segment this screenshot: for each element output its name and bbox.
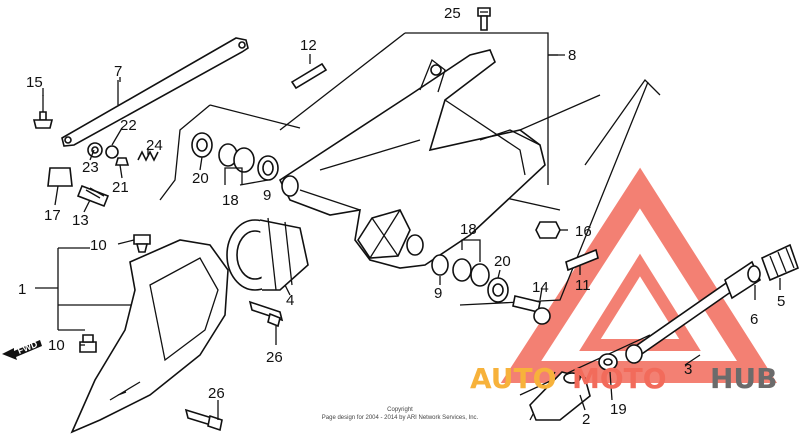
callout-22: 22 [120,117,137,134]
fwd-label: FWD [16,339,39,356]
callout-18-left: 18 [222,192,239,209]
callout-26-upper: 26 [266,349,283,366]
callout-8: 8 [568,47,576,64]
washer-19 [598,353,618,371]
bearing-set-right [431,254,509,303]
callout-26-lower: 26 [208,385,225,402]
pin-11 [565,248,599,272]
watermark-part1: AUTO [470,362,556,395]
watermark-text: AUTO MOTO HUB [470,362,778,395]
bolt-15 [32,95,54,129]
callout-6: 6 [750,311,758,328]
callout-16: 16 [575,223,592,240]
callout-10-lower: 10 [48,337,65,354]
callout-2: 2 [582,411,590,428]
callout-7: 7 [114,63,122,80]
callout-21: 21 [112,179,129,196]
torque-link [61,37,249,147]
copyright-line1: Copyright [387,407,413,413]
callout-25: 25 [444,5,461,22]
rubber-boot [226,217,309,291]
bolt-10-lower [79,334,97,353]
universal-joint [529,371,591,421]
bearing-set-left [191,132,279,181]
bolt-13 [76,184,110,208]
side-cover [70,239,229,434]
callout-19: 19 [610,401,627,418]
callout-labels: 1 2 3 4 5 6 7 8 9 9 10 10 11 12 13 14 15… [18,5,785,428]
callout-12: 12 [300,37,317,54]
callout-11: 11 [575,277,591,294]
cover-bracket [35,247,140,331]
watermark-part3: HUB [710,362,778,395]
bolt-14 [512,295,551,325]
callout-3: 3 [684,361,692,378]
callout-24: 24 [146,137,163,154]
pin-12 [290,62,328,90]
callout-10-upper: 10 [90,237,107,254]
leader-lines [42,11,781,420]
ring-6 [747,265,761,283]
callout-18-right: 18 [460,221,477,238]
callout-20-right: 20 [494,253,511,270]
bolt-26-lower [184,408,223,432]
callout-13: 13 [72,212,89,229]
bolt-26-upper [248,300,284,328]
watermark-part2: MOTO [572,362,667,395]
swingarm [278,49,546,269]
bolt-10-upper [133,234,151,253]
callout-9-left: 9 [263,187,271,204]
callout-5: 5 [777,293,785,310]
callout-14: 14 [532,279,549,296]
callout-4: 4 [286,292,294,309]
callout-1: 1 [18,281,26,298]
nut-16 [535,221,561,239]
callout-23: 23 [82,159,99,176]
callout-15: 15 [26,74,43,91]
copyright-notice: Copyright Page design for 2004 - 2014 by… [322,407,479,421]
drive-shaft [625,260,762,364]
fwd-arrow: FWD [2,339,42,360]
callout-9-right: 9 [434,285,442,302]
bolt-25 [477,7,491,31]
callout-17: 17 [44,207,61,224]
copyright-line2: Page design for 2004 - 2014 by ARI Netwo… [322,415,479,421]
spring-5 [760,243,800,282]
hardware-small [47,142,159,187]
callout-20-left: 20 [192,170,209,187]
